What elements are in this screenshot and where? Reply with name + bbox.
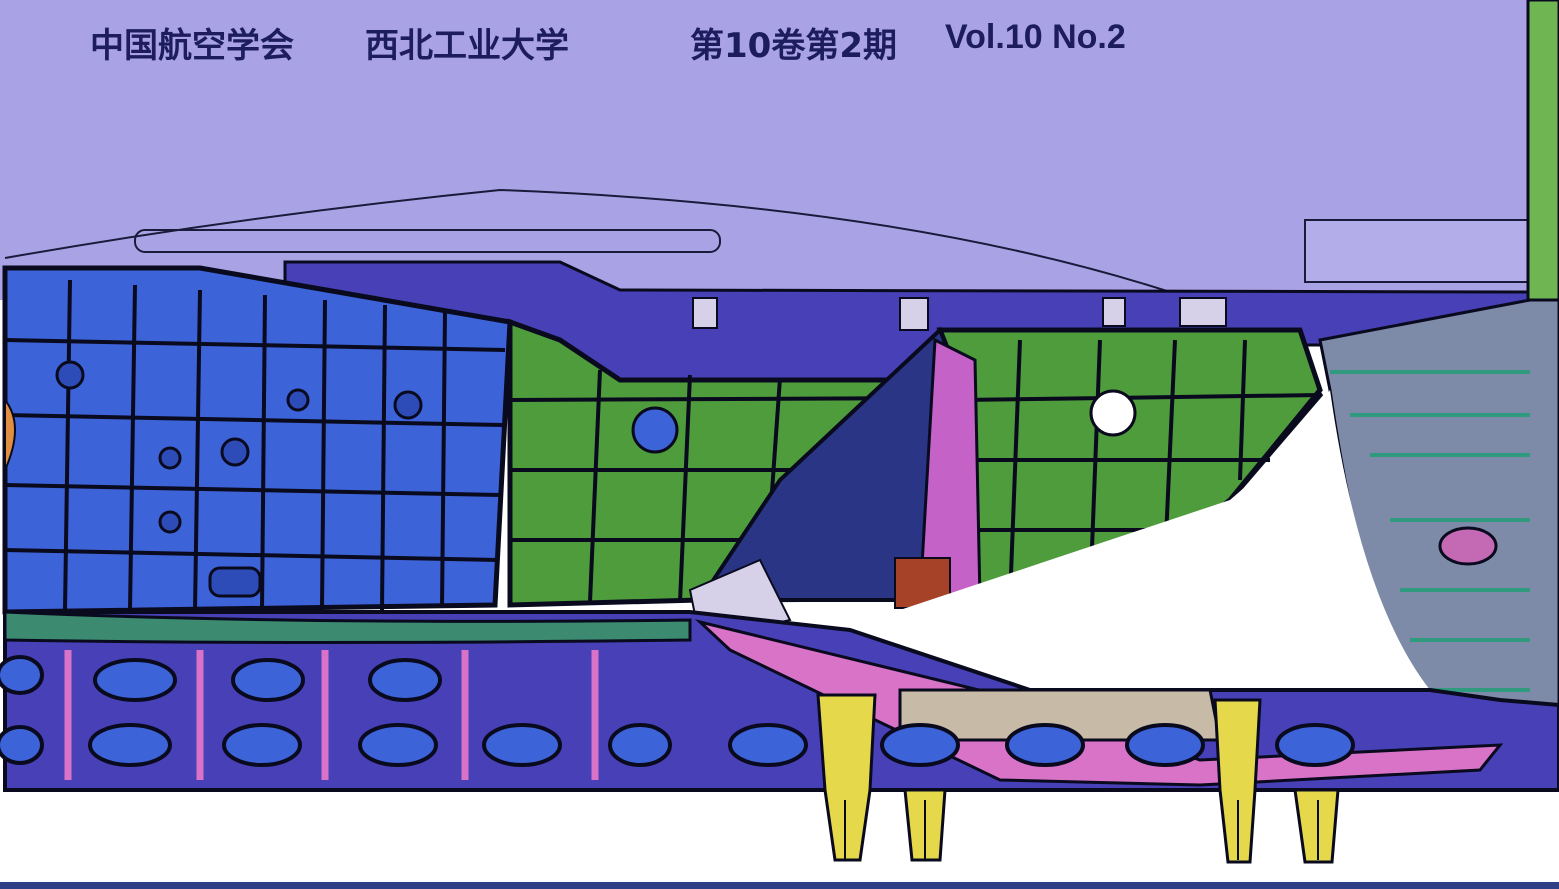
publisher-name-2: 西北工业大学 <box>365 26 569 66</box>
orange-detail <box>4 397 16 471</box>
cover-header: 中国航空学会 西北工业大学 第10卷第2期 Vol.10 No.2 <box>0 18 1300 68</box>
issue-number-chinese: 第10卷第2期 <box>690 26 897 66</box>
bottom-rule <box>0 882 1559 889</box>
right-shell-port <box>1438 526 1498 566</box>
publisher-name-1: 中国航空学会 <box>90 26 294 66</box>
rail-outline <box>134 229 721 253</box>
opening <box>840 390 1430 690</box>
box-outline <box>1304 219 1541 283</box>
sky-background <box>0 0 1559 300</box>
issue-number-english: Vol.10 No.2 <box>945 18 1126 56</box>
right-edge-strip <box>1526 0 1559 302</box>
